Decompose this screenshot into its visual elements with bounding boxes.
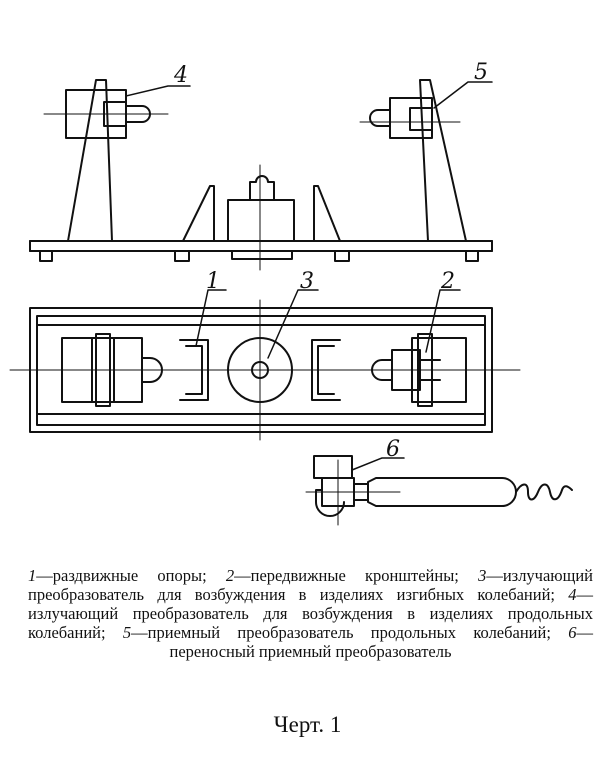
caption-num-3: 3 (478, 566, 487, 585)
right-support-column (419, 79, 467, 242)
caption-text-4: —излучающий преобразователь для возбужде… (28, 585, 593, 642)
caption-num-5: 5 (122, 623, 132, 642)
caption-text-3: —излучающий преобразователь для возбужде… (28, 566, 593, 604)
caption-num-2: 2 (225, 566, 235, 585)
leader-lines (125, 81, 493, 471)
label-4: 4 (173, 63, 188, 88)
caption-text-1: —раздвижные опоры; (36, 566, 226, 585)
figure-title: Черт. 1 (273, 712, 342, 737)
label-5: 5 (474, 60, 488, 85)
movable-bracket-2 (411, 337, 467, 403)
figure-drawing: 4 5 1 3 2 6 (9, 60, 573, 526)
caption-num-1: 1 (28, 566, 37, 585)
caption-num-6: 6 (568, 623, 577, 642)
label-1: 1 (206, 269, 220, 294)
caption-text-5: —приемный преобразователь продольных кол… (131, 623, 569, 642)
left-support-column (67, 79, 113, 242)
emitting-transducer-3-front (227, 199, 295, 242)
label-2: 2 (440, 269, 455, 294)
caption-num-4: 4 (568, 585, 577, 604)
label-6: 6 (386, 437, 400, 462)
portable-transducer-6 (305, 455, 573, 526)
caption-text-6: — переносный приемный преобразователь (169, 623, 594, 661)
emitting-transducer-3-top (227, 337, 293, 403)
caption-text-2: —передвижные кронштейны; (234, 566, 479, 585)
top-view (9, 299, 521, 441)
front-view (29, 79, 493, 271)
label-3: 3 (300, 269, 314, 294)
figure-caption: 1—раздвижные опоры; 2—передвижные кроншт… (28, 566, 593, 661)
